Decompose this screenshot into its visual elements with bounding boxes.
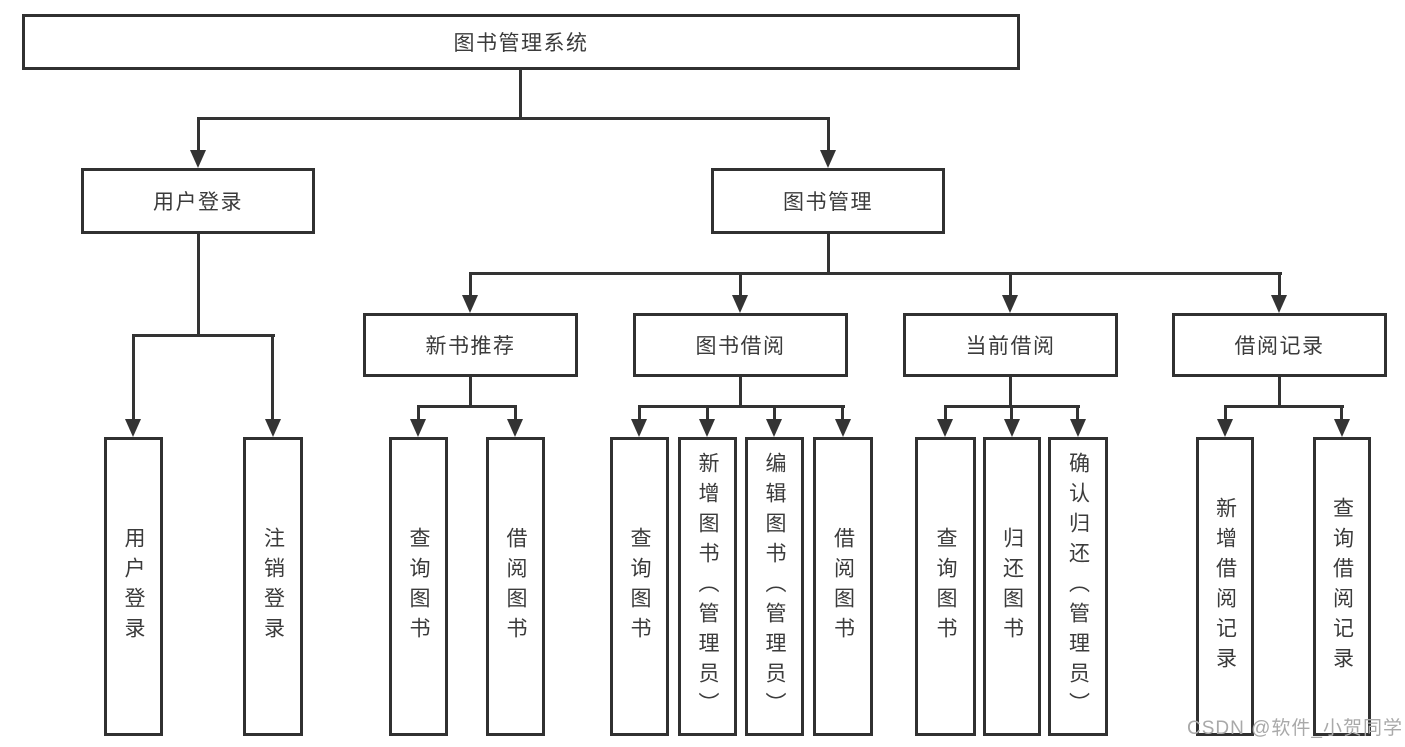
arrow-down-icon	[1271, 295, 1287, 313]
connector-line	[827, 117, 830, 153]
arrow-down-icon	[766, 419, 782, 437]
leaf-add-borrow-record-label: 新增借阅记录	[1213, 496, 1237, 677]
connector-line	[132, 334, 275, 337]
leaf-add-books-admin: 新增图书（管理员）	[678, 437, 737, 736]
node-user-login: 用户登录	[81, 168, 315, 234]
csdn-watermark: CSDN @软件_小贺同学	[1187, 718, 1403, 739]
connector-line	[706, 405, 709, 422]
arrow-down-icon	[125, 419, 141, 437]
leaf-add-borrow-record: 新增借阅记录	[1196, 437, 1254, 736]
leaf-borrow-books-borrowing: 借阅图书	[813, 437, 873, 736]
leaf-query-borrow-record: 查询借阅记录	[1313, 437, 1371, 736]
connector-line	[519, 69, 522, 119]
connector-line	[739, 377, 742, 408]
connector-line	[841, 405, 844, 422]
arrow-down-icon	[937, 419, 953, 437]
leaf-query-books-borrowing: 查询图书	[610, 437, 669, 736]
leaf-return-books-label: 归还图书	[1000, 526, 1024, 647]
connector-line	[1224, 405, 1344, 408]
node-new-book-recommendation: 新书推荐	[363, 313, 578, 377]
arrow-down-icon	[190, 150, 206, 168]
leaf-logout-label: 注销登录	[261, 526, 285, 647]
arrow-down-icon	[1004, 419, 1020, 437]
connector-line	[1009, 272, 1012, 298]
leaf-edit-books-label: 编辑图书（管理员）	[763, 451, 787, 722]
node-current-borrowing: 当前借阅	[903, 313, 1118, 377]
arrow-down-icon	[410, 419, 426, 437]
connector-line	[638, 405, 845, 408]
leaf-query-books-label: 查询图书	[407, 526, 431, 647]
leaf-query-books-label: 查询图书	[934, 526, 958, 647]
connector-line	[417, 405, 420, 422]
arrow-down-icon	[732, 295, 748, 313]
connector-line	[197, 117, 200, 153]
connector-line	[1278, 272, 1281, 298]
leaf-confirm-return-admin: 确认归还（管理员）	[1048, 437, 1108, 736]
leaf-query-borrow-record-label: 查询借阅记录	[1330, 496, 1354, 677]
connector-line	[197, 117, 830, 120]
arrow-down-icon	[507, 419, 523, 437]
leaf-return-books: 归还图书	[983, 437, 1041, 736]
arrow-down-icon	[835, 419, 851, 437]
leaf-borrow-books-label: 借阅图书	[831, 526, 855, 647]
leaf-confirm-return-label: 确认归还（管理员）	[1066, 451, 1090, 722]
leaf-edit-books-admin: 编辑图书（管理员）	[745, 437, 804, 736]
connector-line	[417, 405, 517, 408]
leaf-query-books-current: 查询图书	[915, 437, 976, 736]
arrow-down-icon	[462, 295, 478, 313]
leaf-query-books-recommendation: 查询图书	[389, 437, 448, 736]
connector-line	[1278, 377, 1281, 408]
connector-line	[1224, 405, 1227, 422]
arrow-down-icon	[1334, 419, 1350, 437]
node-borrowing-records: 借阅记录	[1172, 313, 1387, 377]
connector-line	[638, 405, 641, 422]
arrow-down-icon	[820, 150, 836, 168]
arrow-down-icon	[265, 419, 281, 437]
connector-line	[469, 377, 472, 408]
arrow-down-icon	[699, 419, 715, 437]
leaf-logout: 注销登录	[243, 437, 303, 736]
connector-line	[514, 405, 517, 422]
connector-line	[739, 272, 742, 298]
connector-line	[827, 234, 830, 275]
leaf-borrow-books-recommendation: 借阅图书	[486, 437, 545, 736]
arrow-down-icon	[1217, 419, 1233, 437]
node-book-borrowing: 图书借阅	[633, 313, 848, 377]
connector-line	[271, 334, 274, 421]
connector-line	[1076, 405, 1079, 422]
arrow-down-icon	[1070, 419, 1086, 437]
connector-line	[1010, 405, 1013, 422]
leaf-borrow-books-label: 借阅图书	[504, 526, 528, 647]
connector-line	[944, 405, 947, 422]
connector-line	[469, 272, 1282, 275]
connector-line	[1009, 377, 1012, 408]
arrow-down-icon	[1002, 295, 1018, 313]
connector-line	[773, 405, 776, 422]
leaf-user-login: 用户登录	[104, 437, 163, 736]
leaf-add-books-label: 新增图书（管理员）	[696, 451, 720, 722]
arrow-down-icon	[631, 419, 647, 437]
connector-line	[197, 234, 200, 337]
node-library-management-system: 图书管理系统	[22, 14, 1020, 70]
leaf-query-books-label: 查询图书	[628, 526, 652, 647]
connector-line	[469, 272, 472, 298]
leaf-user-login-label: 用户登录	[122, 526, 146, 647]
connector-line	[132, 334, 135, 421]
node-book-management: 图书管理	[711, 168, 945, 234]
connector-line	[1340, 405, 1343, 422]
